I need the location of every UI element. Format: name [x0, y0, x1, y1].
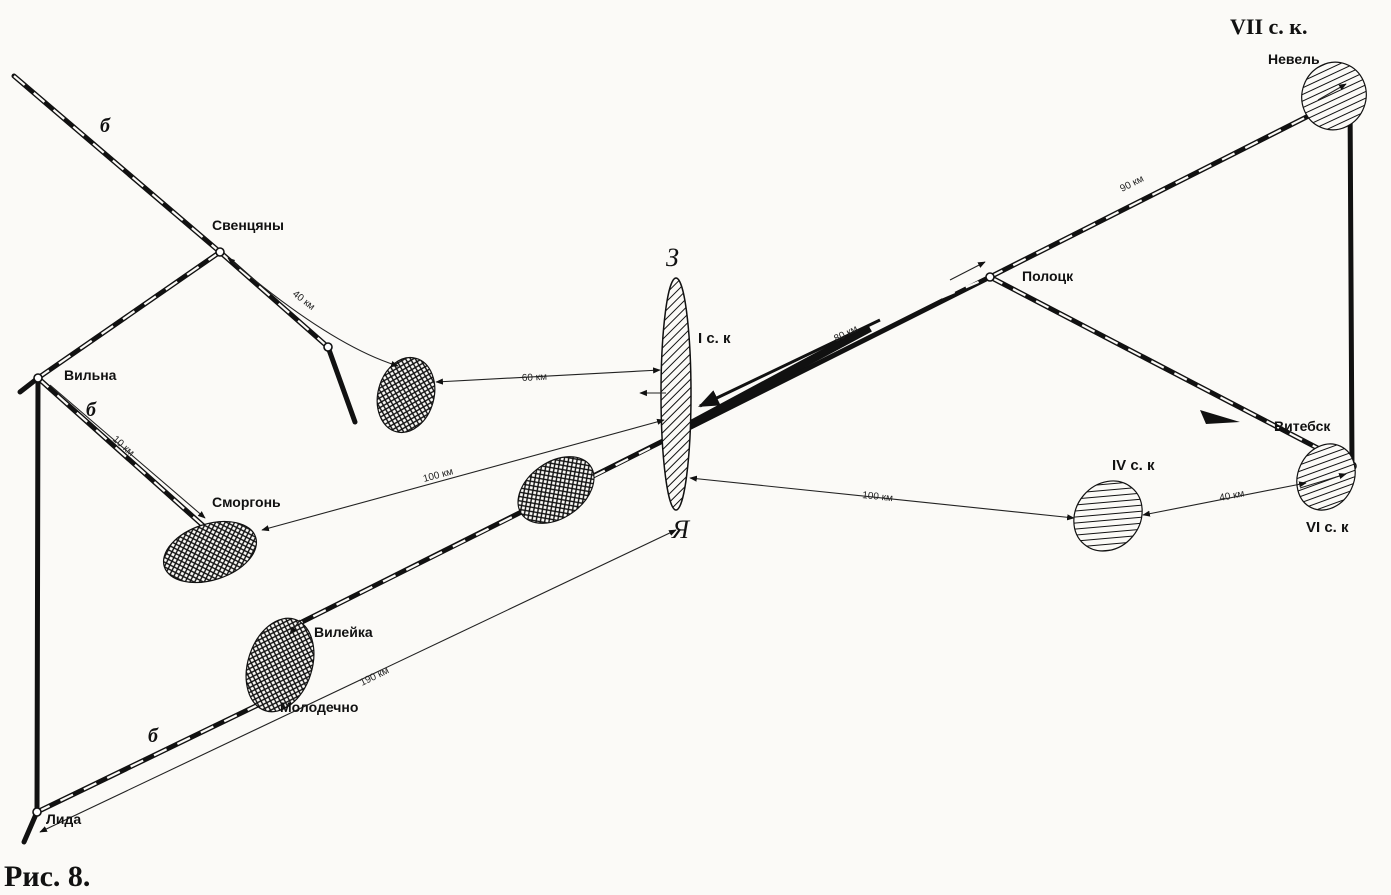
railway-polotsk-vitebsk-dash — [989, 276, 1353, 467]
dist-40-vi: 40 км — [1218, 488, 1245, 504]
city-vilna-label: Вильна — [64, 367, 117, 383]
city-vileyka-label: Вилейка — [314, 624, 373, 640]
railway-front-heavy — [678, 324, 872, 434]
city-lida-label: Лида — [46, 811, 81, 827]
corps-iv-label: IV с. к — [1112, 457, 1155, 474]
area-vileyka-front — [517, 456, 595, 524]
city-nevel-label: Невель — [1268, 51, 1320, 67]
railway-lida-south — [21, 809, 40, 845]
area-nevel — [1301, 61, 1367, 131]
railway-vilna-lida — [34, 375, 41, 815]
corps-vii-label: VII с. к. — [1230, 14, 1307, 39]
station-lida — [32, 807, 42, 817]
arrow-vilna-smorgon-10 — [49, 384, 206, 519]
area-i-corps — [660, 277, 692, 511]
dist-40-sventsyany: 40 км — [290, 289, 317, 313]
arrow-front-iv-corps-100 — [689, 475, 1075, 521]
arrow-iv-vi-corps-40 — [1142, 481, 1307, 517]
arrow-smorgon-front-100 — [261, 418, 665, 532]
dist-190: 190 км — [358, 665, 391, 688]
arrow-lida-front-190 — [39, 529, 677, 833]
arrow-sventsyany-area — [227, 257, 399, 367]
stations — [32, 90, 1357, 817]
corps-vi-label: VI с. к — [1306, 519, 1349, 536]
railway-branch-stub — [325, 344, 358, 425]
corps-i-label: I с. к — [698, 330, 731, 347]
area-sventsyany — [376, 356, 436, 434]
figure-caption: Рис. 8. — [4, 860, 90, 893]
city-molodechno-label: Молодечно — [280, 699, 358, 715]
arrow-vitebsk-in — [1299, 473, 1347, 489]
arrow-vileyka-north — [289, 619, 301, 635]
arrow-area-i-corps-60 — [435, 367, 661, 385]
labels: VII с. к. Невель Свенцяны Полоцк I с. к … — [4, 14, 1349, 893]
mark-z-bottom: Я — [671, 515, 691, 544]
mark-b-nw: б — [100, 115, 111, 137]
arrow-nevel-in — [1317, 83, 1347, 101]
station-polotsk — [985, 272, 995, 282]
city-vitebsk-label: Витебск — [1274, 418, 1331, 434]
arrow-polotsk-north — [949, 261, 986, 281]
distance-arrows — [39, 83, 1347, 833]
station-vilna — [33, 373, 43, 383]
area-smorgon — [162, 520, 258, 584]
dist-100-iv: 100 км — [862, 490, 894, 504]
railway-polotsk-nevel — [987, 92, 1353, 280]
mark-b-vilna: б — [86, 399, 97, 421]
city-sventsyany-label: Свенцяны — [212, 217, 284, 233]
railway-sventsyany-vilna-dash — [37, 251, 221, 379]
railway-nw-dash — [13, 75, 221, 253]
railway-polotsk-approach-dash — [869, 275, 991, 330]
arrow-advance-west — [698, 318, 881, 408]
pointer-wedge — [1200, 410, 1240, 424]
city-polotsk-label: Полоцк — [1022, 268, 1074, 284]
station-sventsyany — [215, 247, 225, 257]
dist-90: 90 км — [1118, 173, 1146, 194]
area-vitebsk — [1296, 443, 1356, 511]
railway-nevel-vitebsk — [1347, 92, 1355, 469]
dist-60: 60 км — [522, 372, 548, 384]
railway-vilna-smorgon-dash — [37, 377, 209, 531]
station-junction — [323, 342, 333, 352]
mark-z-top: З — [666, 243, 679, 272]
mark-b-lida: б — [148, 725, 159, 747]
area-iv-corps — [1073, 480, 1143, 552]
city-smorgon-label: Сморгонь — [212, 494, 281, 510]
